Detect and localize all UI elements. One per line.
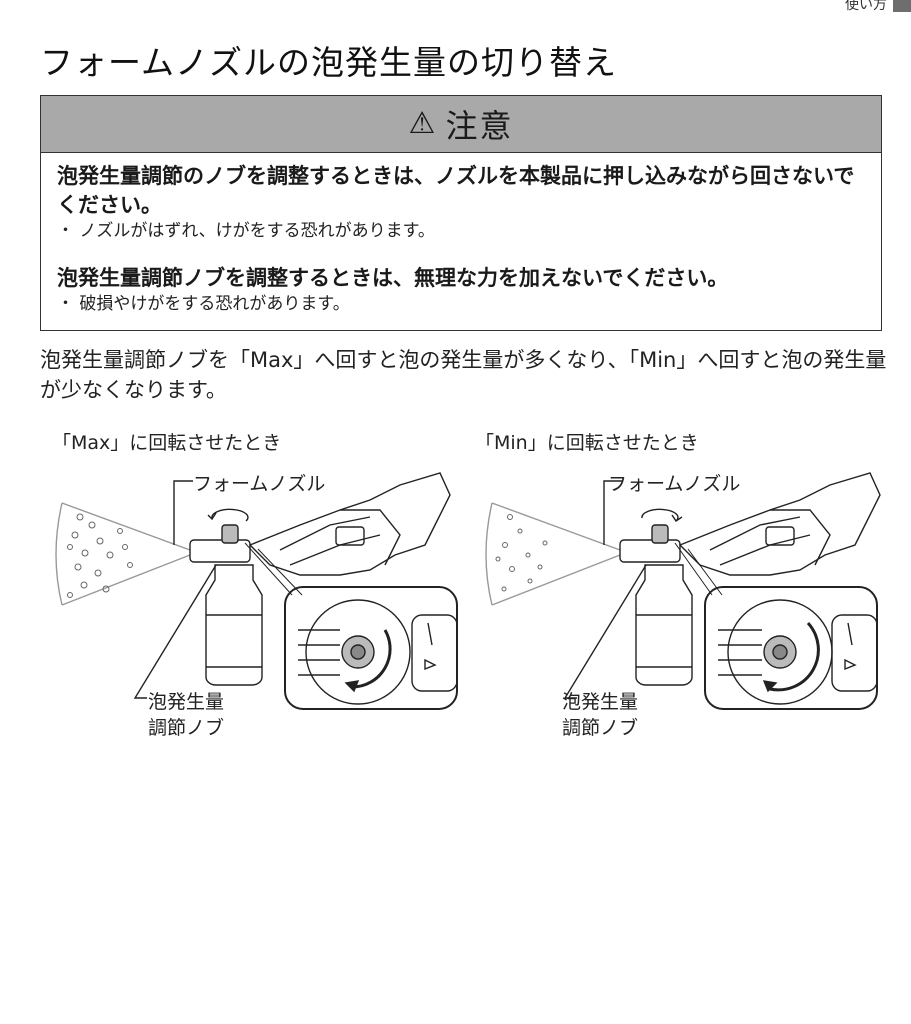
- body-paragraph: 泡発生量調節ノブを「Max」へ回すと泡の発生量が多くなり、「Min」へ回すと泡の…: [40, 348, 887, 402]
- section-label: 使い方: [845, 0, 887, 13]
- figure-min-illustration: [485, 472, 881, 710]
- nozzle-callout-min: フォームノズル: [608, 473, 741, 495]
- section-tab: 使い方: [845, 0, 911, 14]
- warning-icon: ⚠: [408, 106, 436, 141]
- caution-item: 泡発生量調節のノブを調整するときは、ノズルを本製品に押し込みながら回さないでくだ…: [57, 162, 867, 242]
- knob-callout-min-2: 調節ノブ: [562, 717, 639, 739]
- caution-item: 泡発生量調節ノブを調整するときは、無理な力を加えないでください。 ・ 破損やけが…: [57, 264, 867, 315]
- caution-main-text: 泡発生量調節ノブを調整するときは、無理な力を加えないでください。: [57, 266, 729, 290]
- caution-note: ・ ノズルがはずれ、けがをする恐れがあります。: [57, 221, 435, 241]
- figure-max-illustration: [55, 472, 458, 710]
- page-title: フォームノズルの泡発生量の切り替え: [40, 43, 618, 82]
- knob-callout-min-1: 泡発生量: [562, 691, 639, 713]
- caution-main-text: 泡発生量調節のノブを調整するときは、ノズルを本製品に押し込みながら回さないでくだ…: [57, 164, 855, 217]
- nozzle-callout-max: フォームノズル: [193, 473, 326, 495]
- caution-box: ⚠ 注意 泡発生量調節のノブを調整するときは、ノズルを本製品に押し込みながら回さ…: [40, 95, 882, 331]
- knob-callout-max-1: 泡発生量: [148, 691, 225, 713]
- caution-heading: 注意: [445, 107, 514, 145]
- caution-header: ⚠ 注意: [41, 96, 881, 153]
- section-marker: [893, 0, 911, 12]
- knob-callout-max-2: 調節ノブ: [148, 717, 225, 739]
- figure-caption-max: 「Max」に回転させたとき: [52, 432, 282, 454]
- figure-caption-min: 「Min」に回転させたとき: [475, 432, 699, 454]
- caution-note: ・ 破損やけがをする恐れがあります。: [57, 294, 350, 314]
